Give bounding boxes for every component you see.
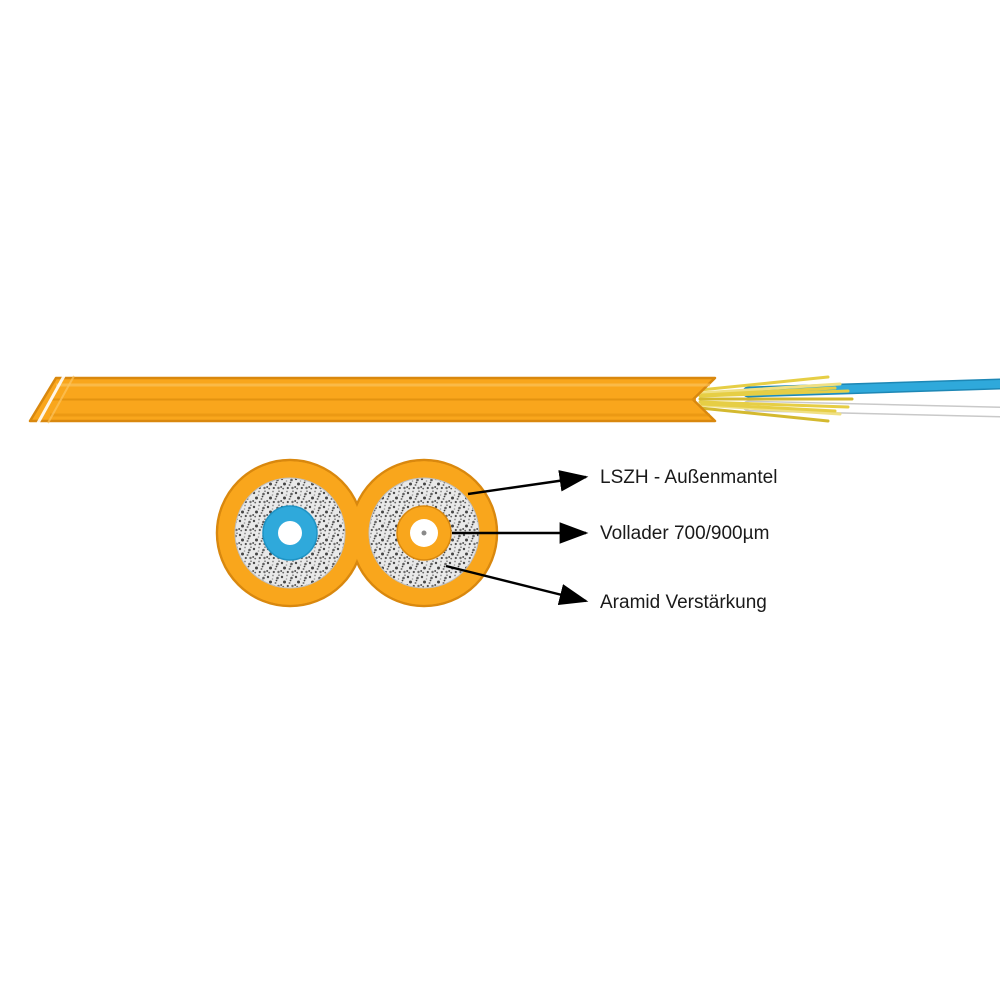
stripped-fiber-white: [746, 402, 1000, 416]
cable-cut-mark-2: [47, 375, 75, 424]
callout-label-buffer: Vollader 700/900µm: [600, 523, 769, 544]
callouts: LSZH - Außenmantel Vollader 700/900µm Ar…: [445, 467, 777, 613]
callout-label-aramid: Aramid Verstärkung: [600, 592, 767, 613]
fiber-core-dot: [421, 530, 427, 536]
buffer-cyan-core: [278, 521, 302, 545]
cable-cross-section: [215, 458, 499, 608]
aramid-yarn-fan: [698, 375, 854, 423]
cable-cut-mark-1: [36, 375, 66, 424]
callout-arrow-jacket: [467, 470, 589, 496]
callout-arrow-aramid: [445, 564, 589, 606]
callout-label-jacket: LSZH - Außenmantel: [600, 467, 777, 488]
cable-side-view: [28, 375, 1000, 424]
